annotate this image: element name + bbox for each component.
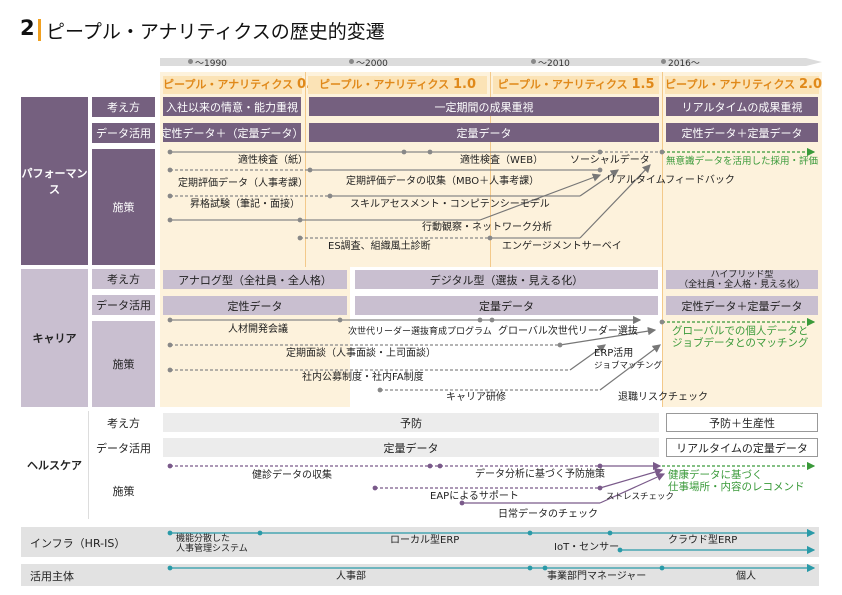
row-label-philosophy: 考え方 [107,417,140,430]
health-measure-future: 健康データに基づく [668,469,763,481]
career-measure: 社内公募制度・社内FA制度 [302,372,424,383]
perf-philosophy-1: 入社以来の情意・能力重視 [163,97,301,116]
era-version: 1.0 [452,77,476,92]
perf-measure: ソーシャルデータ [570,155,650,166]
timeline-label: ～1990 [195,59,227,69]
health-data-1: 定量データ [163,438,659,457]
row-label-measures: 施策 [92,149,155,265]
page-title: ピープル・アナリティクスの歴史的変遷 [46,21,385,43]
career-measure: グローバル次世代リーダー選抜 [498,326,638,337]
health-data-2: リアルタイムの定量データ [666,438,818,457]
infra-band [21,527,819,557]
era-name: ピープル・アナリティクス [665,78,796,91]
health-measure: EAPによるサポート [430,491,519,502]
perf-data-2: 定量データ [309,123,659,142]
timeline-dot [531,59,536,64]
era-divider-3 [662,72,663,407]
infra-item: クラウド型ERP [668,535,738,546]
perf-measure: 定期評価データ（人事考課） [178,178,308,189]
timeline-label: ～2000 [356,59,388,69]
health-philosophy-2: 予防＋生産性 [666,413,818,432]
section-healthcare: ヘルスケア [21,411,89,519]
career-philosophy-1: アナログ型（全社員・全人格） [163,270,347,289]
perf-measure: スキルアセスメント・コンピテンシーモデル [350,199,550,210]
career-measure-future: ジョブデータとのマッチング [672,337,809,349]
career-measure: 定期面談（人事面談・上司面談） [286,348,436,359]
actor-band [21,564,819,586]
career-data-2: 定量データ [355,296,658,315]
section-performance: パフォーマンス [21,97,88,265]
row-label-data-use: データ活用 [96,442,151,455]
career-measure: 人材開発会議 [228,324,288,335]
infra-item: 人事管理システム [176,544,248,554]
perf-measure: 昇格試験（筆記・面接） [190,199,300,210]
era-name: ピープル・アナリティクス [163,78,294,91]
career-philosophy-2: デジタル型（選抜・見える化） [355,270,658,289]
health-measure: 健診データの収集 [252,470,332,481]
era-name: ピープル・アナリティクス [318,78,450,91]
perf-data-1: 定性データ＋（定量データ） [163,123,301,142]
section-career: キャリア [21,269,88,407]
perf-measure-future: 無意識データを活用した採用・評価 [666,156,819,167]
health-measure: ストレスチェック [606,492,675,502]
era-name: ピープル・アナリティクス [497,78,628,91]
row-label-measures: 施策 [92,321,155,407]
perf-measure: ES調査、組織風土診断 [328,241,431,252]
actor-label: 活用主体 [30,570,74,583]
career-philosophy-3: ハイブリッド型 （全社員・全人格・見える化） [666,270,818,289]
timeline-dot [188,59,193,64]
row-label-data-use: データ活用 [92,123,155,143]
timeline-dot [661,59,666,64]
title-accent-bar [38,19,41,41]
era-header-2-0: ピープル・アナリティクス 2.0 [665,76,823,94]
timeline-dot [349,59,354,64]
career-data-1: 定性データ [163,296,347,315]
actor-item: 人事部 [336,571,366,582]
row-label-data-use: データ活用 [92,295,155,315]
infra-item: IoT・センサー [554,542,620,553]
career-measure: 次世代リーダー選抜育成プログラム [348,327,492,337]
health-measure-future: 仕事場所・内容のレコメンド [668,481,805,493]
perf-data-3: 定性データ＋定量データ [666,123,818,142]
actor-item: 個人 [736,571,756,582]
era-header-1-5: ピープル・アナリティクス 1.5 [493,76,659,94]
perf-measure: 適性検査（WEB） [460,155,544,166]
health-measure: データ分析に基づく予防施策 [475,469,605,480]
infra-item: 機能分散した [176,534,231,544]
perf-measure: 定期評価データの収集（MBO＋人事考課） [346,176,540,187]
perf-measure: 適性検査（紙） [238,155,308,166]
perf-philosophy-3: リアルタイムの成果重視 [666,97,818,116]
actor-item: 事業部門マネージャー [547,571,647,582]
career-measure: ジョブマッチング [594,361,663,371]
perf-philosophy-2: 一定期間の成果重視 [309,97,659,116]
infra-item: ローカル型ERP [390,535,460,546]
era-version: 1.5 [631,77,655,92]
career-measure: 退職リスクチェック [618,392,708,403]
perf-measure: 行動観察・ネットワーク分析 [422,222,552,233]
perf-measure: エンゲージメントサーベイ [502,241,622,252]
career-measure-future: グローバルでの個人データと [672,325,809,337]
figure-number: 2 [20,16,35,40]
infra-label: インフラ（HR-IS） [30,537,126,550]
health-measure: 日常データのチェック [498,509,598,520]
career-measure: キャリア研修 [446,392,506,403]
health-philosophy-1: 予防 [163,413,659,432]
row-label-philosophy: 考え方 [92,269,155,289]
career-philosophy-3-line1: ハイブリッド型 [710,270,774,280]
era-version: 2.0 [798,77,823,92]
timeline-label: ～2010 [538,59,570,69]
career-philosophy-3-line2: （全社員・全人格・見える化） [679,279,805,290]
row-label-measures: 施策 [112,485,135,498]
career-data-3: 定性データ＋定量データ [666,296,818,315]
row-label-philosophy: 考え方 [92,97,155,117]
timeline-label: 2016～ [668,59,700,69]
era-header-1-0: ピープル・アナリティクス 1.0 [308,76,487,94]
career-measure: ERP活用 [594,348,634,359]
perf-measure: リアルタイムフィードバック [606,175,735,186]
